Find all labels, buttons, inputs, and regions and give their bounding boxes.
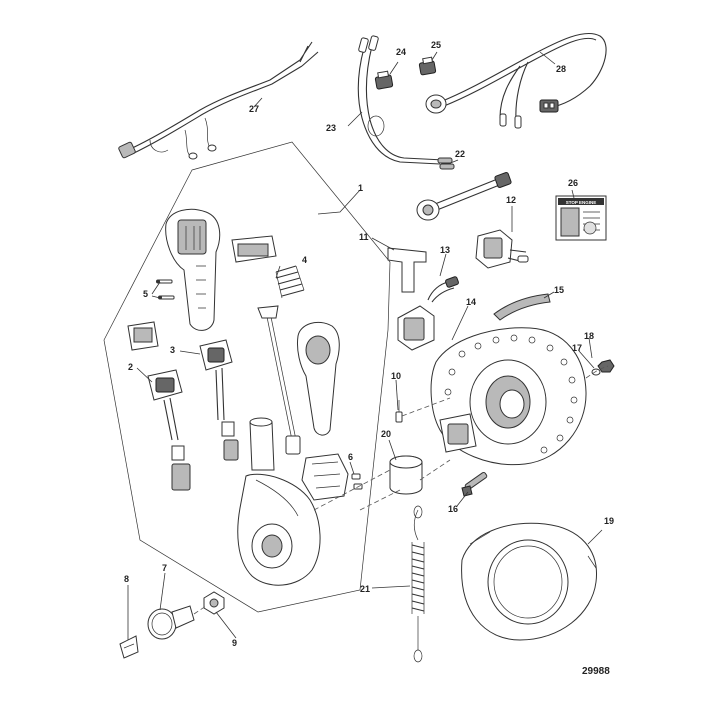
- warning-label-heading: STOP ENGINE: [566, 200, 597, 205]
- part-27-harness: [118, 41, 319, 160]
- pad-part: [127, 321, 159, 351]
- part-13-switch: [397, 276, 459, 351]
- part-20-bushing: [389, 455, 423, 495]
- callout-labels: 1 2 3 4 5 6 7 8 9 10 11 12 13 14 15 16 1…: [124, 40, 614, 648]
- part-5-pins: [156, 279, 175, 300]
- block-part: [231, 235, 277, 263]
- part-26-warning-label: STOP ENGINE: [555, 195, 607, 241]
- figure-number: 29988: [582, 666, 610, 677]
- callout-10: 10: [391, 371, 401, 381]
- callout-8: 8: [124, 574, 129, 584]
- part-3-switch: [199, 339, 239, 461]
- callout-1: 1: [358, 183, 363, 193]
- control-rod: [257, 305, 301, 455]
- part-18-nut: [597, 359, 615, 373]
- part-22-cable: [416, 172, 512, 221]
- lower-bracket: [301, 453, 349, 501]
- part-9-nut: [203, 591, 225, 615]
- handle-upper-housing: [165, 208, 221, 331]
- assembly-1-boundary: [103, 141, 391, 613]
- part-16-bolt: [461, 471, 488, 497]
- callout-11: 11: [359, 232, 369, 242]
- part-12-switch: [475, 229, 529, 269]
- callout-12: 12: [506, 195, 516, 205]
- callout-20: 20: [381, 429, 391, 439]
- part-17-washer: [591, 368, 601, 376]
- callout-28: 28: [556, 64, 566, 74]
- callout-13: 13: [440, 245, 450, 255]
- leader-lines: [127, 51, 603, 640]
- part-28-harness: [425, 32, 607, 129]
- callout-24: 24: [396, 47, 406, 57]
- part-6-screws: [351, 473, 363, 490]
- part-19-cover: [461, 522, 597, 641]
- part-7-knob: [147, 605, 195, 640]
- callout-21: 21: [360, 584, 370, 594]
- part-14-base-plate: [430, 327, 587, 466]
- callout-5: 5: [143, 289, 148, 299]
- part-10-screw: [395, 400, 403, 423]
- part-25-connector: [418, 56, 437, 76]
- handle-side-cover: [297, 321, 340, 436]
- callout-16: 16: [448, 504, 458, 514]
- part-15-strip: [493, 293, 551, 321]
- callout-23: 23: [326, 123, 336, 133]
- part-8-clip: [119, 635, 139, 659]
- part-21-spring-cable: [411, 505, 425, 663]
- part-23-harness: [357, 35, 455, 170]
- callout-14: 14: [466, 297, 476, 307]
- callout-18: 18: [584, 331, 594, 341]
- callout-25: 25: [431, 40, 441, 50]
- control-shaft: [249, 417, 275, 471]
- callout-4: 4: [302, 255, 307, 265]
- part-4-spring: [275, 265, 305, 299]
- callout-27: 27: [249, 104, 259, 114]
- callout-22: 22: [455, 149, 465, 159]
- callout-2: 2: [128, 362, 133, 372]
- main-lower-housing: [237, 473, 321, 586]
- callout-17: 17: [572, 343, 582, 353]
- callout-3: 3: [170, 345, 175, 355]
- part-11-clip: [387, 247, 427, 293]
- callout-7: 7: [162, 563, 167, 573]
- callout-19: 19: [604, 516, 614, 526]
- base-plate-holes: [444, 334, 578, 454]
- callout-6: 6: [348, 452, 353, 462]
- part-24-connector: [374, 70, 394, 90]
- part-2-switch: [147, 369, 191, 491]
- callout-9: 9: [232, 638, 237, 648]
- callout-26: 26: [568, 178, 578, 188]
- callout-15: 15: [554, 285, 564, 295]
